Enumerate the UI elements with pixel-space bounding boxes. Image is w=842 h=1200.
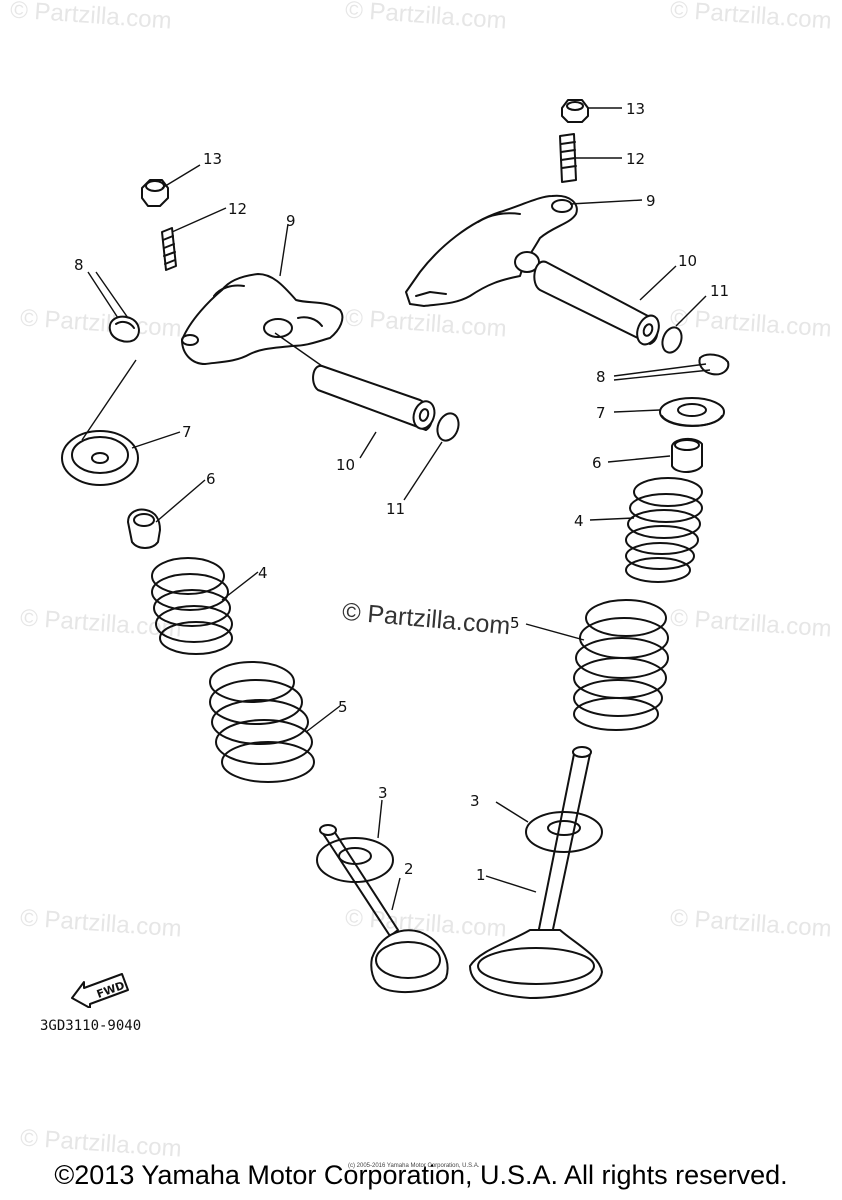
callout-4-right: 4 xyxy=(574,512,584,530)
valve-seal-right-6[interactable] xyxy=(671,438,703,473)
callout-7-right: 7 xyxy=(596,404,606,422)
leader-lines xyxy=(81,107,711,911)
adjust-screw-left-12[interactable] xyxy=(161,227,177,271)
valve-seal-left-6[interactable] xyxy=(127,508,161,549)
callout-3-right: 3 xyxy=(470,792,480,810)
nut-left-13[interactable] xyxy=(141,179,169,207)
rocker-arm-right-9[interactable] xyxy=(405,194,578,307)
callout-8-right: 8 xyxy=(596,368,606,386)
valve-cotters-right-8[interactable] xyxy=(698,353,730,376)
spring-seat-left-3[interactable] xyxy=(316,837,394,883)
fwd-arrow-icon: FWD xyxy=(71,973,129,1008)
callout-6-left: 6 xyxy=(206,470,216,488)
outer-spring-left-5[interactable] xyxy=(209,661,315,783)
callout-10-right: 10 xyxy=(678,252,697,270)
callout-13-left: 13 xyxy=(203,150,222,168)
adjust-screw-right-12[interactable] xyxy=(559,133,577,183)
callout-4-left: 4 xyxy=(258,564,268,582)
callout-13-right: 13 xyxy=(626,100,645,118)
spring-seat-right-3[interactable] xyxy=(525,811,603,853)
callout-9-right: 9 xyxy=(646,192,656,210)
inner-spring-right-4[interactable] xyxy=(625,477,703,583)
callout-11-left: 11 xyxy=(386,500,405,518)
callout-2-left: 2 xyxy=(404,860,414,878)
callout-8-left: 8 xyxy=(74,256,84,274)
callout-5-right: 5 xyxy=(510,614,520,632)
callout-6-right: 6 xyxy=(592,454,602,472)
callout-10-left: 10 xyxy=(336,456,355,474)
o-ring-right-11[interactable] xyxy=(659,325,685,356)
spring-retainer-right-7[interactable] xyxy=(659,397,725,427)
outer-spring-right-5[interactable] xyxy=(573,599,669,731)
valve-cotters-left-8[interactable] xyxy=(108,315,140,343)
callout-11-right: 11 xyxy=(710,282,729,300)
callout-3-left: 3 xyxy=(378,784,388,802)
callout-7-left: 7 xyxy=(182,423,192,441)
callout-12-left: 12 xyxy=(228,200,247,218)
diagram-part-code: 3GD3110-9040 xyxy=(40,1018,142,1034)
rocker-shaft-left-10[interactable] xyxy=(274,332,438,431)
o-ring-left-11[interactable] xyxy=(434,410,462,443)
nut-right-13[interactable] xyxy=(561,99,589,123)
valve-right-1[interactable] xyxy=(469,746,603,999)
rocker-shaft-right-10[interactable] xyxy=(533,260,663,348)
callout-5-left: 5 xyxy=(338,698,348,716)
valve-left-2[interactable] xyxy=(319,824,449,994)
callout-numbers: 13 12 9 8 7 6 4 5 10 11 3 2 13 12 9 10 1… xyxy=(74,100,729,884)
copyright-footer: ©2013 Yamaha Motor Corporation, U.S.A. A… xyxy=(54,1160,788,1190)
rocker-arm-left-9[interactable] xyxy=(181,273,344,365)
fine-print: (c) 2005-2016 Yamaha Motor Corporation, … xyxy=(348,1163,480,1169)
callout-12-right: 12 xyxy=(626,150,645,168)
spring-retainer-left-7[interactable] xyxy=(61,430,139,486)
callout-9-left: 9 xyxy=(286,212,296,230)
exploded-parts-diagram: 13 12 9 8 7 6 4 5 10 11 3 2 13 12 9 10 1… xyxy=(61,99,730,999)
callout-1-right: 1 xyxy=(476,866,486,884)
inner-spring-left-4[interactable] xyxy=(151,557,233,655)
